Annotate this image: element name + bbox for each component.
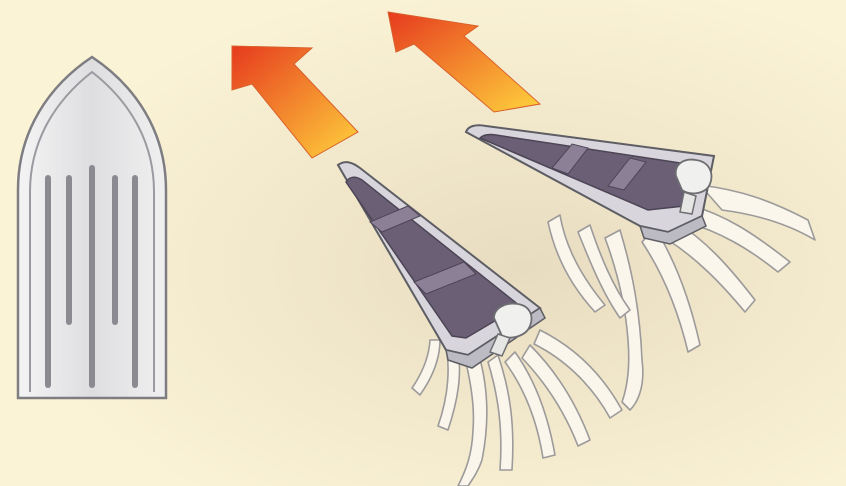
hull-top-view-icon xyxy=(18,57,166,398)
